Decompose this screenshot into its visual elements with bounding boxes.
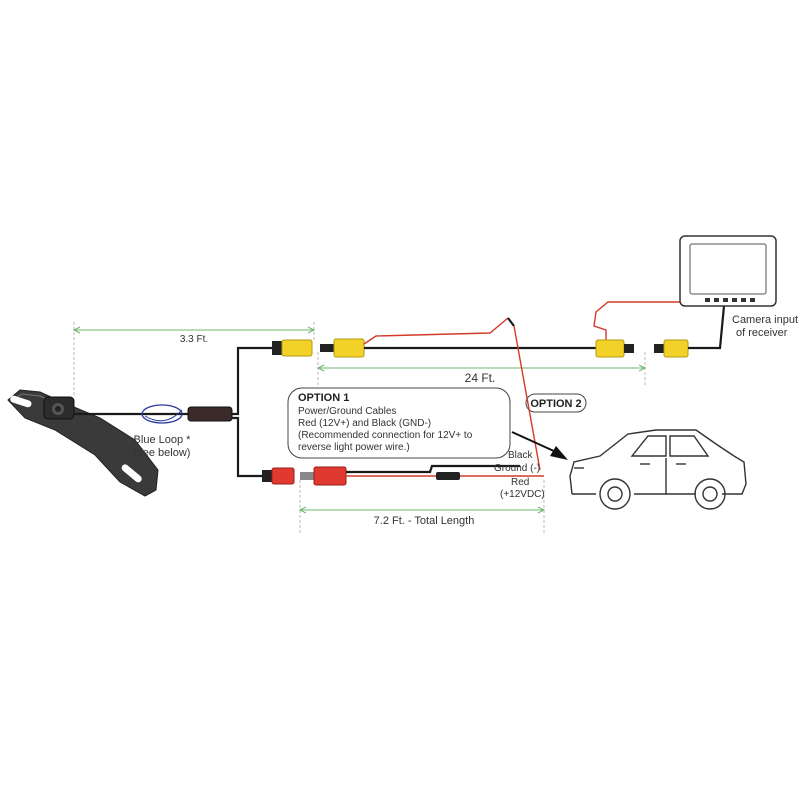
- power-cable-dimension: 7.2 Ft. - Total Length: [298, 506, 546, 527]
- blue-loop-note: (see below): [134, 447, 191, 459]
- cable-splitter-connector: [187, 406, 233, 422]
- camera-video-rca-female: [272, 339, 313, 357]
- power-cable-length-label: 7.2 Ft. - Total Length: [374, 515, 475, 527]
- extension-monitor-rca: [595, 339, 634, 358]
- extension-cable-dimension: 24 Ft.: [316, 364, 647, 385]
- vdc-label: (+12VDC): [500, 489, 545, 500]
- blue-loop-label: Blue Loop *: [134, 434, 192, 446]
- option1-callout: OPTION 1 Power/Ground Cables Red (12V+) …: [287, 387, 511, 459]
- power-rca-female: [262, 467, 295, 485]
- option2-callout: OPTION 2: [525, 393, 587, 413]
- blue-loop: [141, 404, 183, 424]
- power-rca-male: [300, 466, 347, 486]
- license-plate-camera: [7, 389, 159, 497]
- option1-line3: (Recommended connection for 12V+ to: [298, 430, 473, 441]
- option2-title: OPTION 2: [530, 398, 581, 410]
- camera-cable: [74, 404, 233, 424]
- camera-cable-length-label: 3.3 Ft.: [180, 334, 208, 345]
- monitor-label-line2: of receiver: [736, 327, 788, 339]
- option1-title: OPTION 1: [298, 392, 349, 404]
- option1-line4: reverse light power wire.): [298, 442, 410, 453]
- monitor-label: Camera input: [732, 314, 798, 326]
- red-trigger-tip: [507, 317, 515, 327]
- black-wire-label: Black: [508, 450, 533, 461]
- vehicle-illustration: [569, 429, 747, 510]
- option1-line1: Power/Ground Cables: [298, 406, 396, 417]
- option1-arrow: [511, 431, 568, 460]
- inline-fuse: [436, 472, 460, 480]
- extension-cable-length-label: 24 Ft.: [465, 371, 496, 385]
- monitor-receiver: [679, 235, 777, 307]
- camera-cable-dimension: 3.3 Ft.: [72, 326, 316, 345]
- ground-wire-label: Ground (-): [494, 463, 540, 474]
- option1-line2: Red (12V+) and Black (GND-): [298, 418, 431, 429]
- red-wire-label: Red: [511, 477, 529, 488]
- extension-video-rca-male: [320, 338, 365, 358]
- receiver-input-rca: [654, 339, 689, 358]
